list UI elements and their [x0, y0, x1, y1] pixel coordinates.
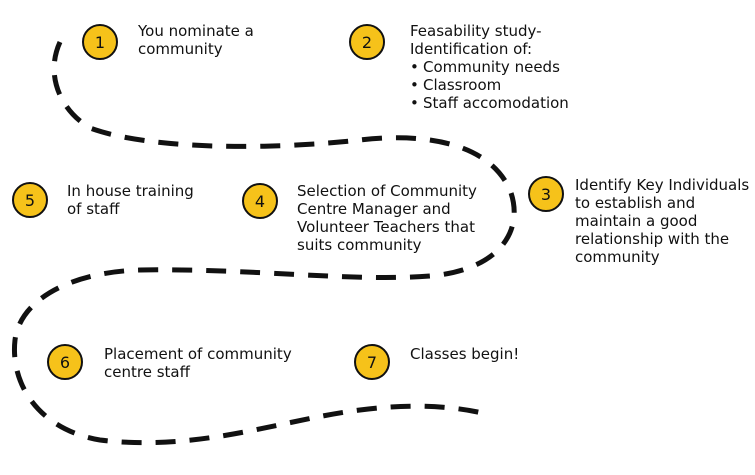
- step-3-badge: 3: [528, 176, 564, 212]
- step-2-label: Feasability study- Identification of: Co…: [410, 22, 569, 112]
- step-2-line-1: Feasability study-: [410, 22, 542, 40]
- step-5-badge: 5: [12, 182, 48, 218]
- step-2-line-2: Identification of:: [410, 40, 533, 58]
- step-2-bullet-3: Staff accomodation: [410, 94, 569, 112]
- step-6-line-2: centre staff: [104, 363, 190, 381]
- step-6-line-1: Placement of community: [104, 345, 292, 363]
- step-4-line-2: Centre Manager and: [297, 200, 451, 218]
- step-4-label: Selection of Community Centre Manager an…: [297, 182, 477, 254]
- step-6-label: Placement of community centre staff: [104, 345, 292, 381]
- dashed-path-line: [11, 40, 517, 446]
- step-5-line-1: In house training: [67, 182, 194, 200]
- step-4-badge: 4: [242, 183, 278, 219]
- step-3-line-5: community: [575, 248, 660, 266]
- step-3-line-3: maintain a good: [575, 212, 698, 230]
- step-3-line-2: to establish and: [575, 194, 696, 212]
- step-7-badge: 7: [354, 344, 390, 380]
- step-2-bullet-1: Community needs: [410, 58, 569, 76]
- step-4-line-1: Selection of Community: [297, 182, 477, 200]
- step-3-label: Identify Key Individuals to establish an…: [575, 176, 749, 266]
- step-6-badge: 6: [47, 344, 83, 380]
- step-2-bullet-2: Classroom: [410, 76, 569, 94]
- step-2-bullet-list: Community needs Classroom Staff accomoda…: [410, 58, 569, 112]
- step-7-label: Classes begin!: [410, 345, 519, 363]
- step-7-line-1: Classes begin!: [410, 345, 520, 363]
- step-1-line-1: You nominate a: [138, 22, 254, 40]
- step-5-line-2: of staff: [67, 200, 120, 218]
- step-1-label: You nominate a community: [138, 22, 254, 58]
- step-2-badge: 2: [349, 24, 385, 60]
- step-4-line-3: Volunteer Teachers that: [297, 218, 475, 236]
- step-3-line-1: Identify Key Individuals: [575, 176, 750, 194]
- step-5-label: In house training of staff: [67, 182, 194, 218]
- step-1-badge: 1: [82, 24, 118, 60]
- step-4-line-4: suits community: [297, 236, 422, 254]
- step-3-line-4: relationship with the: [575, 230, 730, 248]
- step-1-line-2: community: [138, 40, 223, 58]
